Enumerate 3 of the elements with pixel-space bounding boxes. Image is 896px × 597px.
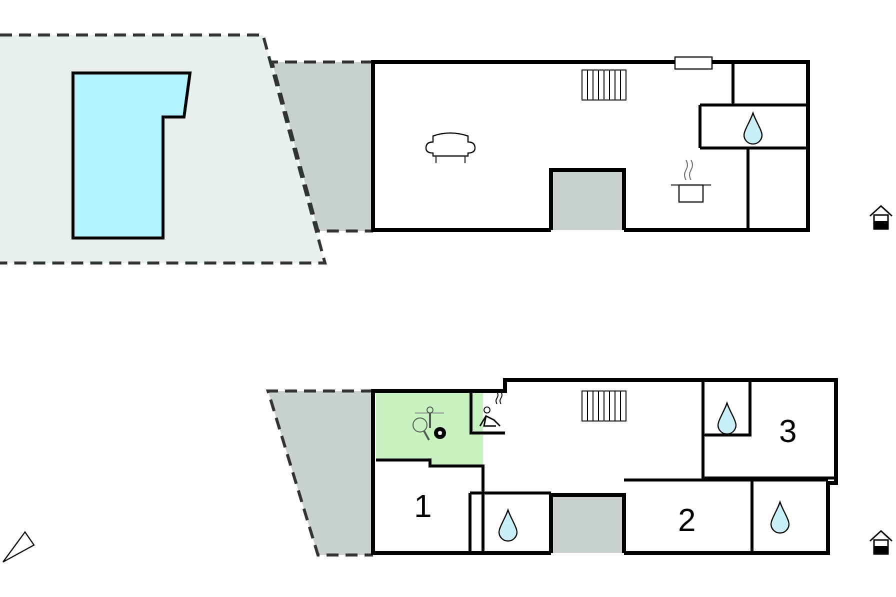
room-number: 3 xyxy=(779,415,797,447)
room-number: 1 xyxy=(414,490,432,522)
room-number: 2 xyxy=(678,504,696,536)
